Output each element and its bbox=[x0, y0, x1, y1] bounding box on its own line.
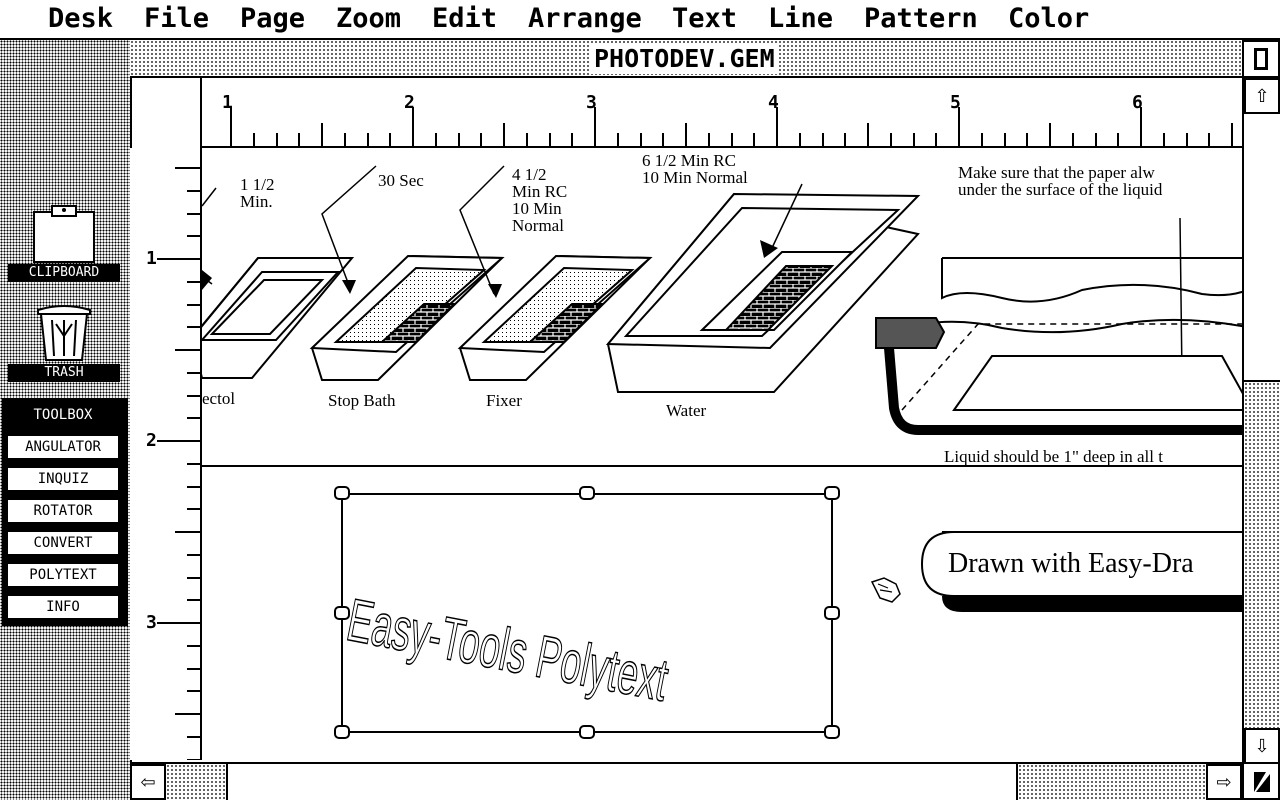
ruler-label-5: 5 bbox=[950, 92, 961, 113]
stop-time-note: 30 Sec bbox=[378, 171, 424, 190]
stop-bath-label: Stop Bath bbox=[328, 391, 396, 410]
horizontal-scroll-thumb[interactable] bbox=[226, 764, 1018, 800]
scroll-down-button[interactable]: ⇩ bbox=[1244, 728, 1280, 764]
ruler-label-6: 6 bbox=[1132, 92, 1143, 113]
trash-can-icon bbox=[37, 305, 91, 361]
vruler-label-2: 2 bbox=[146, 430, 157, 451]
vertical-scrollbar[interactable]: ⇧ ⇩ bbox=[1242, 78, 1280, 764]
developer-label: ectol bbox=[202, 389, 236, 408]
water-time-note: 6 1/2 Min RC 10 Min Normal bbox=[642, 151, 748, 187]
tray-developer bbox=[202, 257, 355, 379]
menu-color[interactable]: Color bbox=[1008, 3, 1090, 34]
drawing-artwork bbox=[202, 165, 1242, 739]
scroll-up-button[interactable]: ⇧ bbox=[1244, 78, 1280, 114]
developer-time-note: 1 1/2 Min. bbox=[240, 175, 275, 211]
arrow-down-icon: ⇩ bbox=[1254, 736, 1270, 756]
arrow-right-icon: ⇨ bbox=[1216, 772, 1232, 792]
tray-stop-bath bbox=[309, 254, 505, 381]
horizontal-ruler-ticks bbox=[202, 107, 1279, 148]
ruler-label-3: 3 bbox=[586, 92, 597, 113]
fixer-label: Fixer bbox=[486, 391, 522, 410]
trash-desktop-icon[interactable]: TRASH bbox=[8, 302, 120, 384]
desktop: CLIPBOARD TRASH TOOLBOX ANGULATOR INQUIZ… bbox=[0, 40, 132, 800]
arrow-up-icon: ⇧ bbox=[1254, 86, 1270, 106]
toolbox-panel: TOOLBOX ANGULATOR INQUIZ ROTATOR CONVERT… bbox=[2, 398, 128, 626]
fuller-button[interactable] bbox=[1242, 40, 1280, 78]
scroll-right-button[interactable]: ⇨ bbox=[1206, 764, 1242, 800]
clipboard-desktop-icon[interactable]: CLIPBOARD bbox=[8, 204, 120, 284]
ruler-corner bbox=[130, 78, 202, 150]
liquid-depth-note: Liquid should be 1" deep in all t bbox=[944, 447, 1163, 466]
ruler-label-1: 1 bbox=[222, 92, 233, 113]
clipboard-icon bbox=[33, 205, 95, 263]
vruler-label-3: 3 bbox=[146, 612, 157, 633]
rotator-button[interactable]: ROTATOR bbox=[6, 498, 120, 524]
polytext-button[interactable]: POLYTEXT bbox=[6, 562, 120, 588]
tray-fixer bbox=[457, 254, 653, 381]
hand-pointer bbox=[870, 577, 901, 603]
menu-edit[interactable]: Edit bbox=[432, 3, 498, 34]
banner-text: Drawn with Easy-Dra bbox=[948, 548, 1194, 579]
menu-arrange[interactable]: Arrange bbox=[528, 3, 642, 34]
vertical-scroll-track[interactable] bbox=[1244, 382, 1280, 728]
clipboard-label: CLIPBOARD bbox=[8, 264, 120, 282]
ruler-label-2: 2 bbox=[404, 92, 415, 113]
document-window: PHOTODEV.GEM 1 2 3 4 5 6 1 2 3 bbox=[130, 40, 1280, 800]
paper-note: Make sure that the paper alw under the s… bbox=[958, 163, 1163, 199]
water-label: Water bbox=[666, 401, 707, 420]
vertical-ruler: 1 2 3 bbox=[130, 148, 202, 761]
annotation-arrows bbox=[202, 165, 1183, 377]
menu-file[interactable]: File bbox=[144, 3, 210, 34]
vertical-ruler-ticks bbox=[157, 148, 202, 761]
fuller-icon bbox=[1254, 48, 1268, 70]
vruler-label-1: 1 bbox=[146, 248, 157, 269]
scroll-left-button[interactable]: ⇦ bbox=[130, 764, 166, 800]
banner-box bbox=[920, 531, 1242, 612]
menu-pattern[interactable]: Pattern bbox=[864, 3, 978, 34]
menu-text[interactable]: Text bbox=[672, 3, 738, 34]
window-title-bar[interactable]: PHOTODEV.GEM bbox=[130, 40, 1242, 78]
tray-water bbox=[605, 192, 921, 393]
polytext-selection bbox=[334, 486, 840, 739]
trash-label: TRASH bbox=[8, 364, 120, 382]
ruler-label-4: 4 bbox=[768, 92, 779, 113]
vertical-scroll-thumb[interactable] bbox=[1244, 114, 1280, 382]
toolbox-button[interactable]: TOOLBOX bbox=[6, 402, 120, 428]
arrow-left-icon: ⇦ bbox=[140, 772, 156, 792]
menu-page[interactable]: Page bbox=[240, 3, 306, 34]
resize-icon bbox=[1254, 772, 1270, 792]
fixer-time-note: 4 1/2 Min RC 10 Min Normal bbox=[512, 165, 568, 235]
drawing-canvas[interactable]: 1 1/2 Min. ectol 30 Sec Stop Bath 4 1/2 … bbox=[202, 148, 1242, 760]
menu-zoom[interactable]: Zoom bbox=[336, 3, 402, 34]
angulator-button[interactable]: ANGULATOR bbox=[6, 434, 120, 460]
window-title: PHOTODEV.GEM bbox=[590, 44, 779, 74]
menu-desk[interactable]: Desk bbox=[48, 3, 114, 34]
side-view-tray bbox=[875, 257, 1242, 435]
horizontal-scrollbar[interactable]: ⇦ ⇨ bbox=[130, 762, 1242, 802]
menu-line[interactable]: Line bbox=[768, 3, 834, 34]
info-button[interactable]: INFO bbox=[6, 594, 120, 620]
horizontal-scroll-track-left[interactable] bbox=[166, 764, 226, 800]
horizontal-scroll-track-right[interactable] bbox=[1018, 764, 1206, 800]
inquiz-button[interactable]: INQUIZ bbox=[6, 466, 120, 492]
resize-button[interactable] bbox=[1242, 762, 1280, 800]
convert-button[interactable]: CONVERT bbox=[6, 530, 120, 556]
menu-bar: Desk File Page Zoom Edit Arrange Text Li… bbox=[0, 0, 1280, 40]
horizontal-ruler: 1 2 3 4 5 6 bbox=[202, 78, 1279, 148]
